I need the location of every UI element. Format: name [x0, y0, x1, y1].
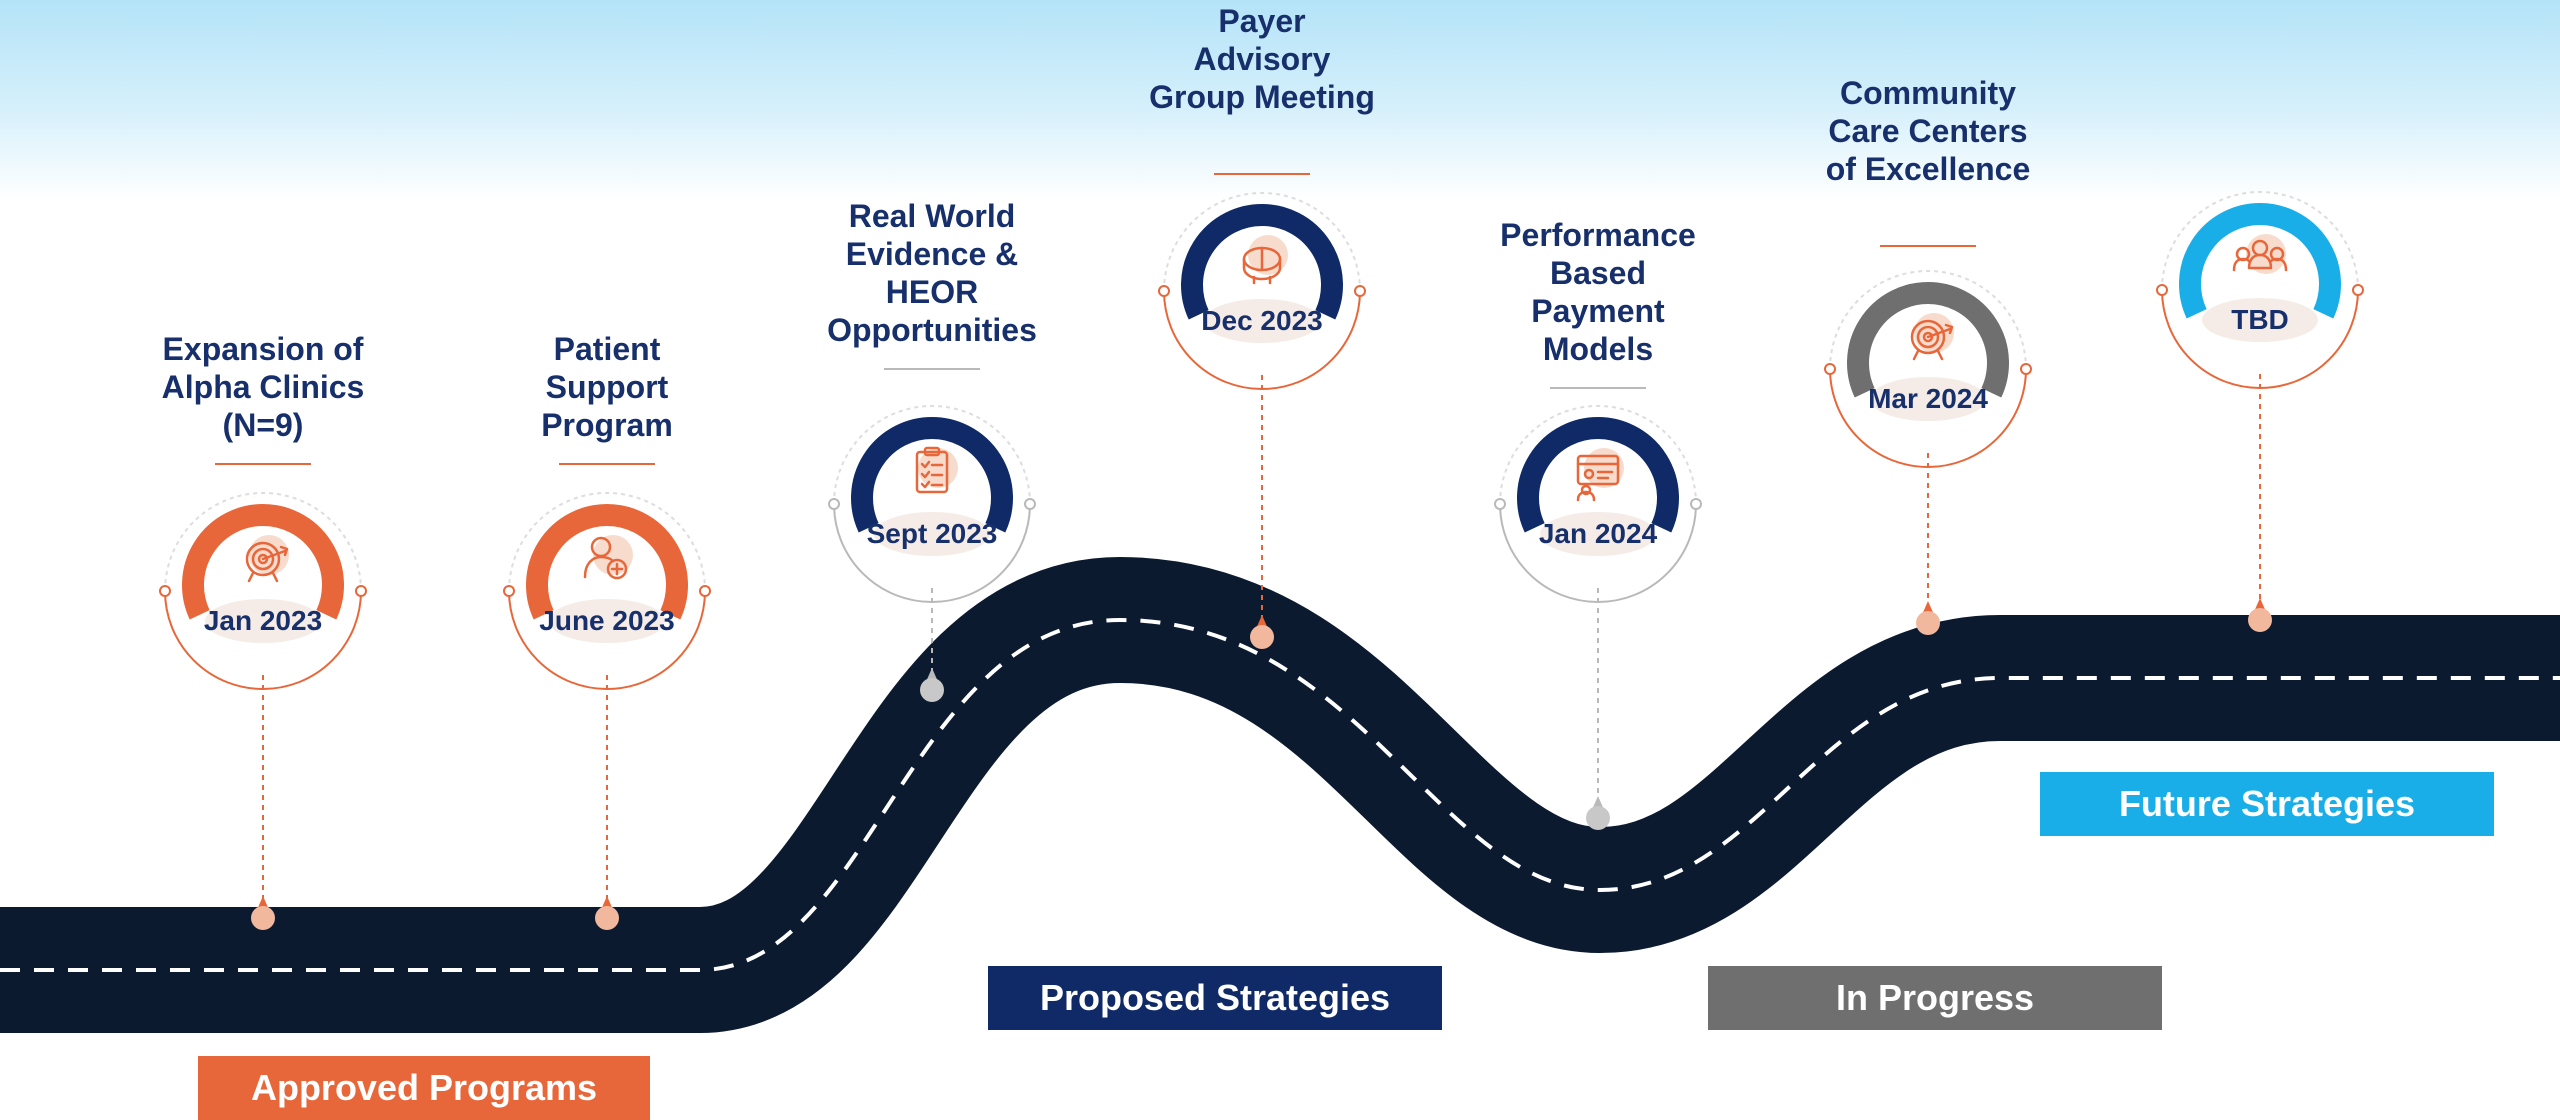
milestone-date: Jan 2024 [1538, 518, 1658, 549]
date-band [1204, 299, 1320, 343]
outer-ring [508, 590, 706, 690]
ring-knob-right [2020, 363, 2032, 375]
status-arc [1847, 282, 2009, 398]
outer-ring [1163, 290, 1361, 390]
date-band [1540, 512, 1656, 556]
ring-knob-left [1158, 285, 1170, 297]
road-pin [1586, 806, 1610, 830]
ring-knob-left [1824, 363, 1836, 375]
milestone-2 [503, 463, 711, 930]
clipboard-checklist-icon [915, 446, 958, 494]
status-arc [851, 417, 1013, 533]
milestone-6 [1824, 245, 2032, 635]
outer-ring-dashed [1829, 270, 2027, 370]
outer-ring-dashed [164, 492, 362, 592]
date-band [2202, 298, 2318, 342]
ring-knob-left [159, 585, 171, 597]
outer-ring [2161, 289, 2359, 389]
ring-knob-right [1354, 285, 1366, 297]
ring-knob-left [2156, 284, 2168, 296]
ring-knob-left [828, 498, 840, 510]
status-arc [2179, 203, 2341, 319]
future-strategies-label: Future Strategies [2040, 772, 2494, 836]
status-arc [1517, 417, 1679, 533]
date-band [1870, 377, 1986, 421]
outer-ring-dashed [508, 492, 706, 592]
target-icon [1910, 313, 1954, 361]
in-progress-label: In Progress [1708, 966, 2162, 1030]
outer-ring [833, 503, 1031, 603]
milestone-title: Payer Advisory Group Meeting [1149, 3, 1375, 115]
road-pin [920, 678, 944, 702]
team-icon [2232, 234, 2288, 274]
milestone-title: Real World Evidence & HEOR Opportunities [827, 198, 1037, 348]
outer-ring-dashed [1499, 405, 1697, 505]
ring-knob-right [1690, 498, 1702, 510]
status-arc [182, 504, 344, 620]
ring-knob-left [503, 585, 515, 597]
road-pin [1916, 611, 1940, 635]
road-center-line [0, 617, 2560, 972]
milestone-title: Performance Based Payment Models [1500, 217, 1696, 367]
date-band [549, 599, 665, 643]
ring-knob-right [355, 585, 367, 597]
status-arc [1181, 204, 1343, 320]
milestone-1 [159, 463, 367, 930]
ring-knob-right [2352, 284, 2364, 296]
milestone-date: June 2023 [539, 605, 675, 636]
road-pin [251, 906, 275, 930]
milestone-date: Jan 2023 [203, 605, 323, 636]
milestone-4 [1158, 173, 1366, 649]
milestone-3 [828, 368, 1036, 702]
approved-programs-label: Approved Programs [198, 1056, 650, 1120]
date-band [205, 599, 321, 643]
ring-knob-right [699, 585, 711, 597]
road-pin [1250, 625, 1274, 649]
proposed-strategies-label: Proposed Strategies [988, 966, 1442, 1030]
outer-ring-dashed [1163, 192, 1361, 292]
ring-knob-right [1024, 498, 1036, 510]
milestone-date: Dec 2023 [1201, 305, 1323, 336]
milestone-date: TBD [2231, 304, 2289, 335]
milestone-title: Patient Support Program [541, 331, 673, 443]
add-user-icon [583, 535, 633, 580]
milestone-date: Sept 2023 [866, 518, 998, 549]
outer-ring [164, 590, 362, 690]
milestone-7 [2156, 191, 2364, 632]
outer-ring [1829, 368, 2027, 468]
status-arc [526, 504, 688, 620]
milestone-title: Expansion of Alpha Clinics (N=9) [161, 331, 365, 443]
target-icon [245, 535, 289, 583]
milestone-date: Mar 2024 [1868, 383, 1988, 414]
road-pin [595, 906, 619, 930]
milestone-5 [1494, 387, 1702, 830]
meeting-table-icon [1242, 235, 1288, 285]
milestone-title: Community Care Centers of Excellence [1825, 75, 2031, 187]
date-band [874, 512, 990, 556]
payment-dashboard-icon [1576, 448, 1624, 502]
ring-knob-left [1494, 498, 1506, 510]
outer-ring-dashed [833, 405, 1031, 505]
outer-ring [1499, 503, 1697, 603]
road-pin [2248, 608, 2272, 632]
outer-ring-dashed [2161, 191, 2359, 291]
